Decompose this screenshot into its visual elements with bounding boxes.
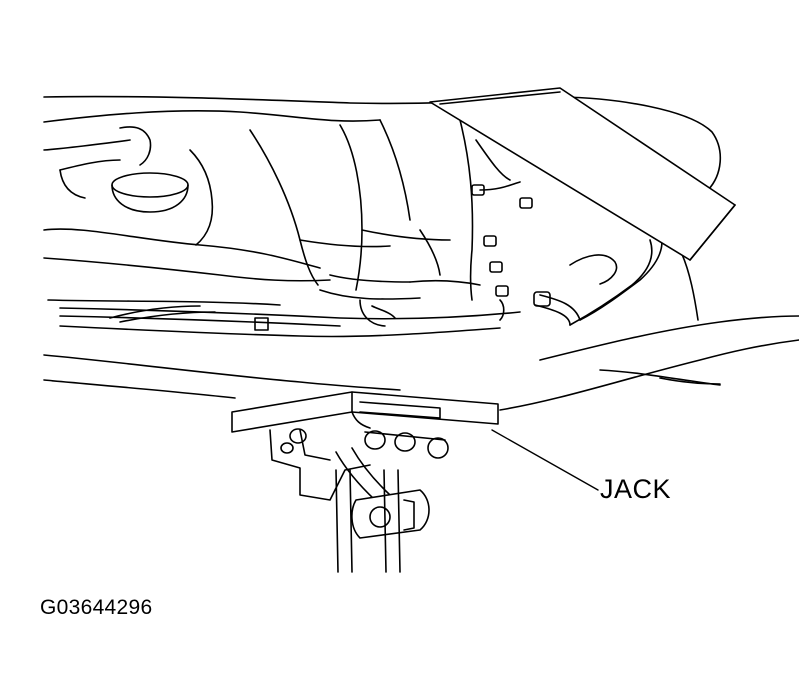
callout-label-jack: JACK [600, 474, 672, 504]
jack-arm-bolt [370, 507, 390, 527]
access-hole [60, 127, 212, 245]
underbody-outline [44, 97, 799, 410]
jack-post [336, 470, 338, 572]
figure-id: G03644296 [40, 596, 153, 619]
jack [232, 392, 498, 572]
callout-leader-line [492, 430, 598, 490]
slanted-panel [430, 88, 735, 260]
exhaust-and-lines [60, 300, 520, 337]
transmission-housing [250, 120, 532, 300]
jack-pivot-bolt [290, 429, 306, 443]
